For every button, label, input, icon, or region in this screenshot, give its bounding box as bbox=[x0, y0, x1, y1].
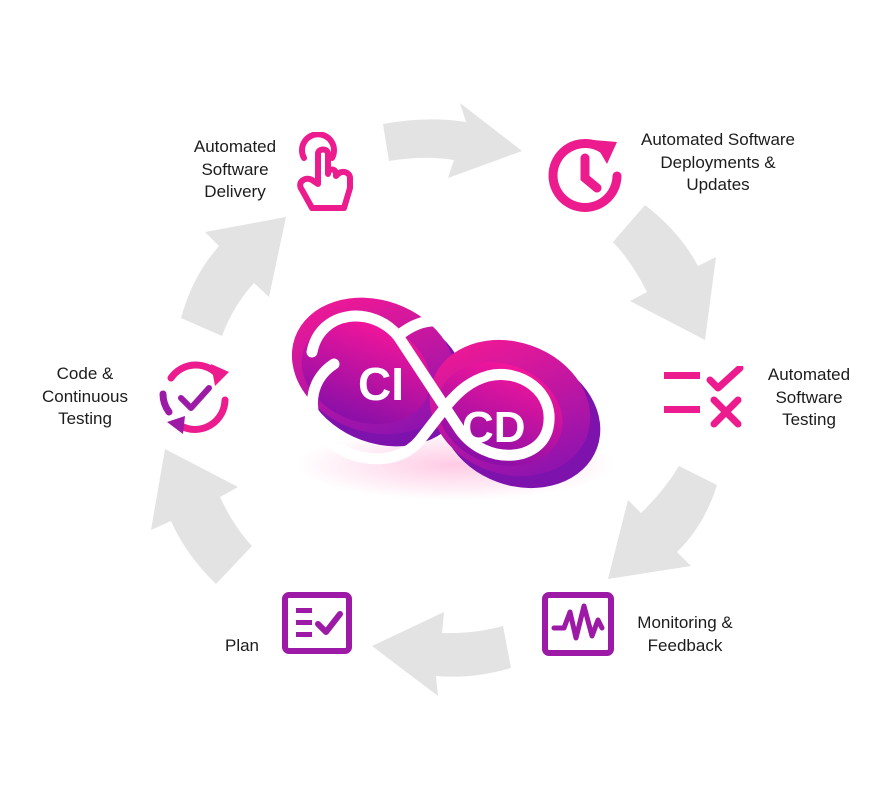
stage-label-line: Plan bbox=[224, 636, 260, 655]
cycle-arrow-top bbox=[383, 103, 522, 178]
checklist-icon bbox=[664, 366, 744, 428]
pointer-hand-icon bbox=[297, 132, 353, 211]
stage-label-line: Automated Software bbox=[640, 130, 796, 149]
stage-label-line: Monitoring & bbox=[637, 613, 733, 632]
stage-label-line: Testing bbox=[782, 410, 836, 429]
plan-checklist-icon bbox=[282, 592, 352, 654]
stage-label-monitoring: Monitoring & Feedback bbox=[624, 612, 746, 657]
stage-label-line: Automated bbox=[767, 365, 851, 384]
stage-label-line: Code & bbox=[56, 364, 114, 383]
stage-label-testing: Automated Software Testing bbox=[754, 364, 864, 432]
stage-label-line: Automated bbox=[193, 137, 277, 156]
clock-refresh-icon bbox=[548, 138, 622, 212]
cycle-arrow-upper-right bbox=[613, 205, 716, 340]
stage-label-line: Software bbox=[775, 387, 843, 407]
sync-check-icon bbox=[159, 361, 229, 434]
stage-label-deployments: Automated Software Deployments & Updates bbox=[628, 129, 808, 197]
cycle-arrow-upper-left bbox=[181, 217, 286, 336]
stage-label-line: Updates bbox=[686, 175, 750, 194]
stage-label-line: Testing bbox=[58, 409, 112, 428]
logo-cd-text: CD bbox=[462, 403, 526, 452]
stage-label-line: Continuous bbox=[41, 386, 128, 406]
cycle-arrow-bottom bbox=[372, 612, 511, 696]
stage-label-delivery: Automated Software Delivery bbox=[176, 136, 294, 204]
stage-label-plan: Plan bbox=[212, 635, 272, 658]
stage-label-line: Feedback bbox=[647, 635, 723, 655]
stage-label-line: Software bbox=[201, 159, 269, 179]
monitor-pulse-icon bbox=[542, 592, 614, 656]
stage-label-code: Code & Continuous Testing bbox=[26, 363, 144, 431]
infinity-loop-icon bbox=[291, 297, 601, 489]
stage-label-line: Delivery bbox=[204, 182, 266, 201]
logo-ci-text: CI bbox=[358, 358, 404, 410]
cycle-arrow-lower-left bbox=[151, 449, 252, 584]
stage-label-line: Deployments & bbox=[660, 152, 776, 172]
cycle-arrow-lower-right bbox=[608, 466, 717, 579]
